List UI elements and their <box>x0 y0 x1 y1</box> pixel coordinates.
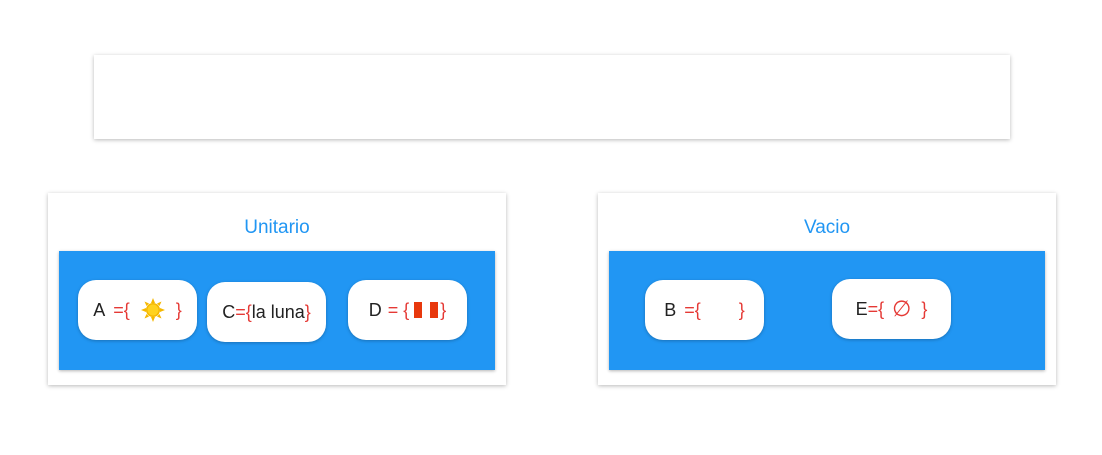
set-b-open: ={ <box>684 299 701 320</box>
set-c-chip[interactable]: C ={ la luna } <box>207 282 326 342</box>
set-c-open: ={ <box>235 301 252 322</box>
vacio-panel: B ={ } E ={ ∅ } <box>609 251 1045 370</box>
vacio-card: Vacio B ={ } E ={ ∅ } <box>598 193 1056 385</box>
set-e-chip[interactable]: E ={ ∅ } <box>832 279 951 339</box>
set-d-chip[interactable]: D = { } <box>348 280 467 340</box>
set-c-name: C <box>222 301 236 322</box>
set-c-close: } <box>304 301 311 322</box>
set-d-name: D <box>368 299 382 320</box>
top-bar <box>94 55 1010 139</box>
set-b-name: B <box>664 299 677 320</box>
flag-icon <box>414 302 439 318</box>
set-a-close: } <box>175 299 182 320</box>
unitario-title: Unitario <box>244 217 310 238</box>
set-b-chip[interactable]: B ={ } <box>645 280 764 340</box>
set-e-open: ={ <box>867 298 885 319</box>
empty-set-symbol: ∅ <box>892 296 912 321</box>
unitario-panel: A ={ <box>59 251 495 370</box>
set-a-name: A <box>93 299 106 320</box>
set-e-close: } <box>921 298 928 319</box>
vacio-title: Vacio <box>803 217 851 238</box>
set-b-close: } <box>738 299 745 320</box>
unitario-card: Unitario A ={ <box>48 193 506 385</box>
set-e-name: E <box>855 298 868 319</box>
set-a-chip[interactable]: A ={ <box>78 280 197 340</box>
set-d-close: } <box>440 299 447 320</box>
sun-icon <box>140 297 166 323</box>
set-d-open: = { <box>387 299 410 320</box>
set-c-element: la luna <box>251 301 305 322</box>
set-a-open: ={ <box>113 299 130 320</box>
